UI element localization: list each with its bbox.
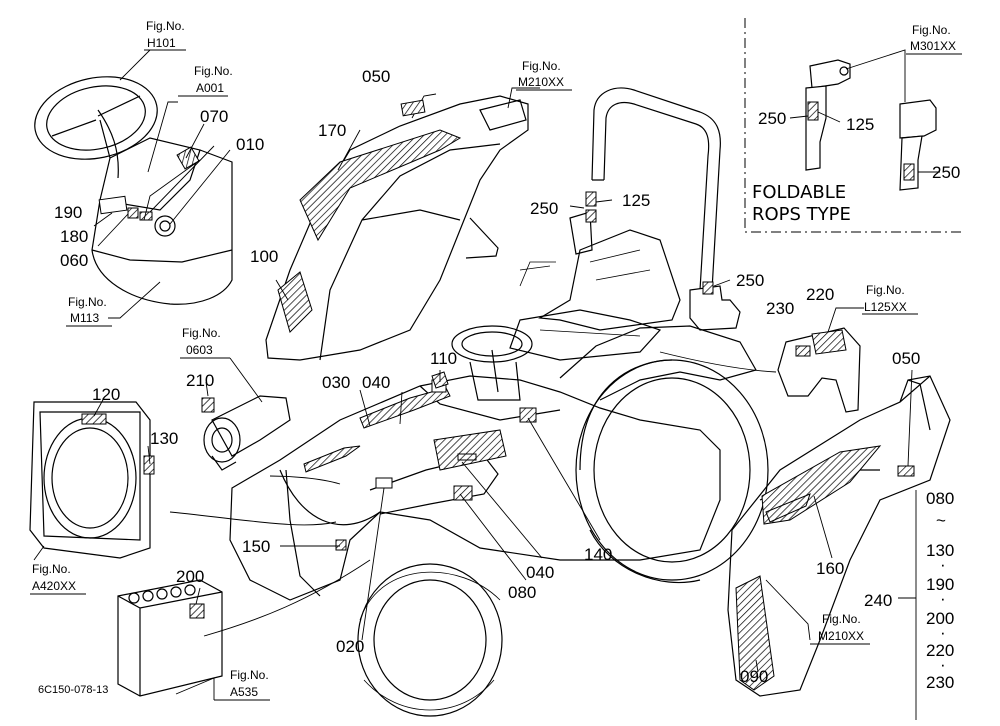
fig-a535-prefix: Fig.No. — [230, 668, 269, 682]
fig-l125-code: L125XX — [864, 300, 907, 314]
fig-a535-code: A535 — [230, 685, 258, 699]
foldable-rops-inset — [744, 18, 965, 233]
steering-dash-assembly — [34, 49, 233, 319]
range-item: 200 — [926, 609, 954, 628]
callout-numbers: 070 010 190 180 060 050 170 100 250 125 … — [54, 67, 960, 686]
tractor-steering-wheel — [451, 325, 533, 401]
bonnet-hood — [265, 87, 540, 361]
callout-060: 060 — [60, 251, 88, 270]
range-item: ~ — [936, 511, 946, 530]
fig-a420-prefix: Fig.No. — [32, 562, 71, 576]
range-item: 230 — [926, 673, 954, 692]
range-item: 220 — [926, 641, 954, 660]
callout-125-seat: 125 — [622, 191, 650, 210]
callout-230: 230 — [766, 299, 794, 318]
callout-030: 030 — [322, 373, 350, 392]
callout-130: 130 — [150, 429, 178, 448]
range-item: 080 — [926, 489, 954, 508]
callout-190: 190 — [54, 203, 82, 222]
fig-0603-prefix: Fig.No. — [182, 326, 221, 340]
fig-m301-prefix: Fig.No. — [912, 23, 951, 37]
callout-250-inset-right: 250 — [932, 163, 960, 182]
callout-180: 180 — [60, 227, 88, 246]
range-item: 130 — [926, 541, 954, 560]
fig-a420-code: A420XX — [32, 579, 76, 593]
callout-050-top: 050 — [362, 67, 390, 86]
figure-references: Fig.No. H101 Fig.No. A001 Fig.No. M113 F… — [30, 19, 962, 701]
callout-250-rops: 250 — [736, 271, 764, 290]
callout-050-right: 050 — [892, 349, 920, 368]
callout-170: 170 — [318, 121, 346, 140]
range-item: · — [940, 623, 946, 642]
fig-m210-top-code: M210XX — [518, 75, 564, 89]
fig-l125-prefix: Fig.No. — [866, 283, 905, 297]
drawing-code: 6C150-078-13 — [38, 684, 108, 696]
battery — [117, 579, 223, 700]
callout-125-inset: 125 — [846, 115, 874, 134]
fig-m210-top-prefix: Fig.No. — [522, 59, 561, 73]
callout-240: 240 — [864, 591, 892, 610]
fig-m113-code: M113 — [70, 311, 99, 325]
callout-110: 110 — [430, 349, 457, 368]
callout-220: 220 — [806, 285, 834, 304]
callout-090: 090 — [740, 667, 768, 686]
callout-210: 210 — [186, 371, 214, 390]
fig-a001-code: A001 — [196, 81, 224, 95]
front-tire — [357, 563, 503, 717]
fig-0603-code: 0603 — [186, 343, 213, 357]
fig-m210-bottom-prefix: Fig.No. — [822, 612, 861, 626]
range-list: 080 ~ 130 · 190 · 200 · 220 · 230 — [926, 489, 954, 692]
fig-h101-prefix: Fig.No. — [146, 19, 185, 33]
step-bracket-l125 — [777, 307, 864, 413]
fig-m113-prefix: Fig.No. — [68, 295, 107, 309]
callout-020: 020 — [336, 637, 364, 656]
callout-120: 120 — [92, 385, 120, 404]
rops-fold-hinge-upper — [805, 59, 851, 171]
inset-caption: FOLDABLE ROPS TYPE — [752, 182, 851, 225]
rear-tire — [575, 359, 769, 584]
rops-fold-hinge-lower — [899, 99, 937, 191]
inset-caption-line2: ROPS TYPE — [752, 204, 851, 225]
inset-caption-line1: FOLDABLE — [752, 182, 846, 203]
range-item: 190 — [926, 575, 954, 594]
callout-070: 070 — [200, 107, 228, 126]
callout-100: 100 — [250, 247, 278, 266]
range-item: · — [940, 655, 946, 674]
callout-040-top: 040 — [362, 373, 390, 392]
fig-a001-prefix: Fig.No. — [194, 64, 233, 78]
rear-fender — [727, 369, 951, 720]
fig-h101-code: H101 — [147, 36, 176, 50]
fig-m210-bottom-code: M210XX — [818, 629, 864, 643]
callout-160: 160 — [816, 559, 844, 578]
callout-250-inset-left: 250 — [758, 109, 786, 128]
callout-040-mid: 040 — [526, 563, 554, 582]
callout-250-seat: 250 — [530, 199, 558, 218]
tractor-seat — [509, 191, 681, 361]
rops-frame — [591, 87, 741, 331]
tractor-body — [169, 87, 777, 717]
callout-080-mid: 080 — [508, 583, 536, 602]
callout-150: 150 — [242, 537, 270, 556]
callout-010: 010 — [236, 135, 264, 154]
starter-motor — [201, 357, 291, 471]
radiator-shroud — [29, 397, 155, 561]
callout-200: 200 — [176, 567, 204, 586]
range-item: · — [940, 555, 946, 574]
fig-m301-code: M301XX — [910, 39, 956, 53]
range-item: · — [940, 589, 946, 608]
callout-140: 140 — [584, 545, 612, 564]
